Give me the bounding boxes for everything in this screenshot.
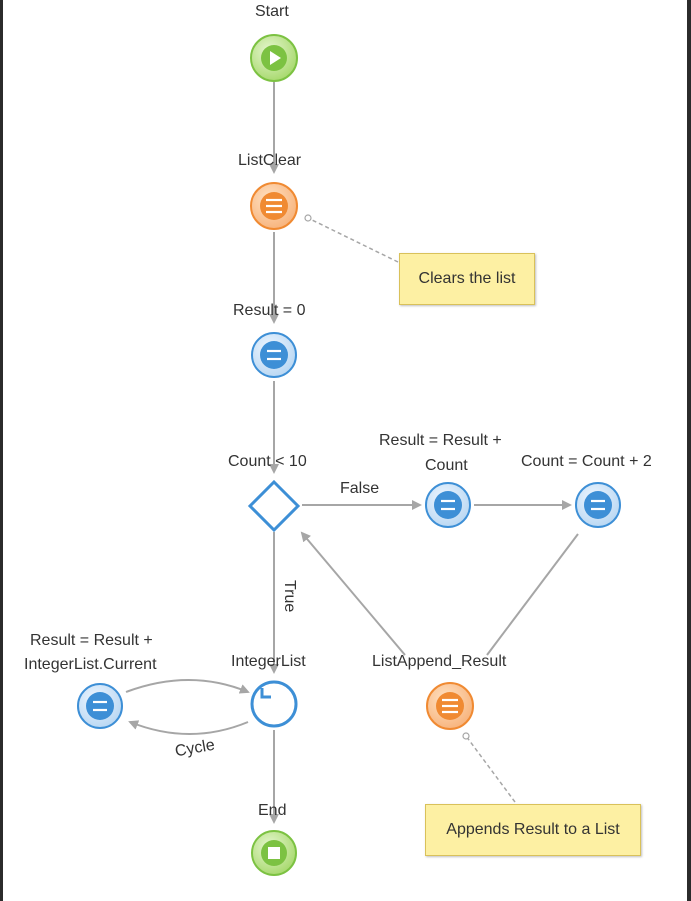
note-link-clears	[307, 217, 399, 263]
count-inc-label: Count = Count + 2	[521, 453, 652, 470]
edge-loop-current[interactable]	[128, 720, 249, 735]
edge-append-count[interactable]	[300, 531, 406, 656]
flow-frame	[3, 0, 687, 901]
stop-icon	[268, 847, 280, 859]
loop-icon	[260, 688, 271, 699]
note-link-clears-dot	[304, 214, 312, 222]
edge-current-loop[interactable]	[125, 679, 250, 694]
note-appends-text: Appends Result to a List	[446, 821, 620, 838]
assign-icon	[267, 349, 281, 361]
count-check-node[interactable]	[247, 479, 301, 533]
assign-icon	[591, 499, 605, 511]
note-link-appends	[465, 735, 516, 803]
listclear-label: ListClear	[238, 152, 302, 169]
assign-icon	[441, 499, 455, 511]
start-label: Start	[255, 3, 289, 20]
false-edge-label: False	[340, 480, 380, 497]
list-icon	[442, 698, 458, 714]
note-appends-result[interactable]: Appends Result to a List	[425, 804, 641, 856]
count-inc-node[interactable]	[575, 482, 621, 528]
result-add-current-label-line1: Result = Result +	[30, 632, 153, 649]
play-icon	[270, 51, 281, 65]
result-init-node[interactable]	[251, 332, 297, 378]
note-clears-list[interactable]: Clears the list	[399, 253, 535, 305]
end-label: End	[258, 802, 287, 819]
integer-list-node[interactable]	[250, 680, 298, 728]
listclear-node[interactable]	[250, 182, 298, 230]
assign-icon	[93, 700, 107, 712]
true-edge-label: True	[281, 580, 298, 613]
list-append-node[interactable]	[426, 682, 474, 730]
result-add-label-line2: Count	[425, 457, 468, 474]
note-link-appends-dot	[462, 732, 470, 740]
end-node[interactable]	[251, 830, 297, 876]
result-add-label-line1: Result = Result +	[379, 432, 502, 449]
decision-icon	[247, 479, 301, 533]
list-icon	[266, 198, 282, 214]
result-add-current-node[interactable]	[77, 683, 123, 729]
result-add-current-label-line2: IntegerList.Current	[24, 656, 157, 673]
integer-list-label: IntegerList	[231, 653, 306, 670]
result-init-label: Result = 0	[233, 302, 306, 319]
count-check-label: Count < 10	[228, 453, 307, 470]
edge-countinc-append[interactable]	[486, 533, 579, 656]
note-clears-text: Clears the list	[418, 270, 516, 287]
result-add-node[interactable]	[425, 482, 471, 528]
list-append-label: ListAppend_Result	[372, 653, 507, 670]
start-node[interactable]	[250, 34, 298, 82]
